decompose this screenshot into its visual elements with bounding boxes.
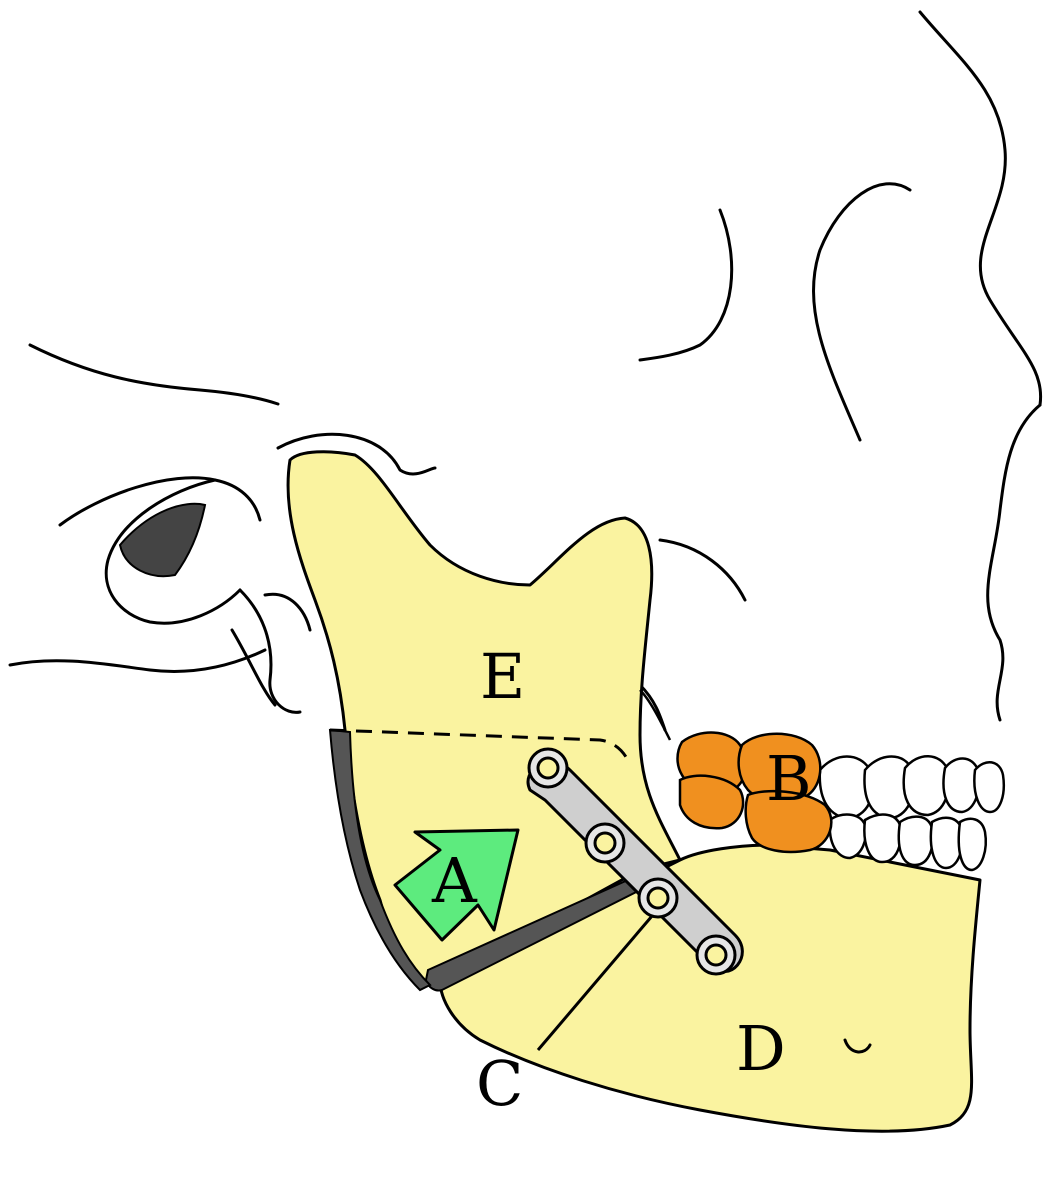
- label-b: B: [766, 742, 812, 815]
- label-a: A: [431, 844, 478, 917]
- label-c: C: [476, 1047, 523, 1120]
- label-e: E: [480, 640, 525, 713]
- label-d: D: [736, 1012, 786, 1085]
